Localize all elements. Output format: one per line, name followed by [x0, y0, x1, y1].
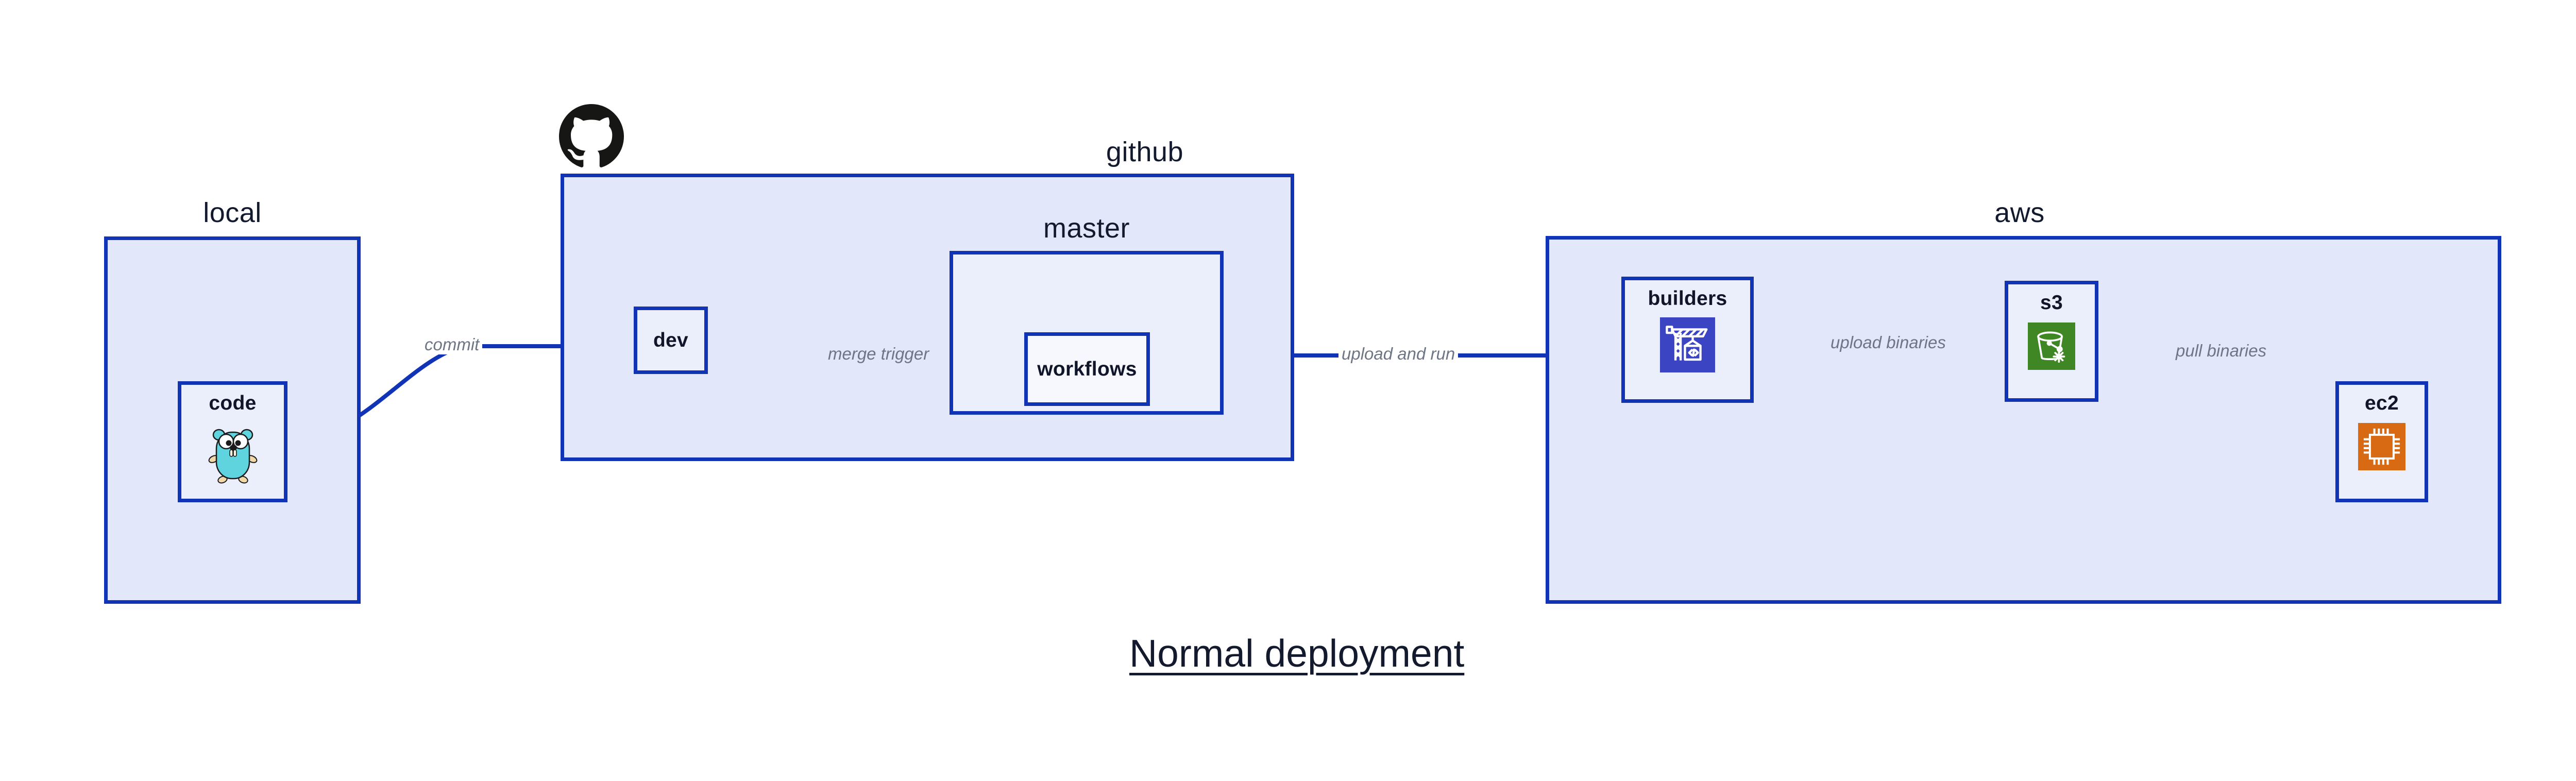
node-s3[interactable]: s3 — [2005, 281, 2098, 402]
aws-ec2-chip-icon — [2358, 423, 2405, 470]
edge-label-pull-binaries: pull binaries — [2173, 341, 2270, 361]
aws-s3-bucket-icon — [2028, 322, 2075, 370]
node-ec2[interactable]: ec2 — [2335, 381, 2428, 502]
node-label-builders: builders — [1648, 287, 1727, 310]
aws-codebuild-icon — [1660, 317, 1715, 372]
group-label-local: local — [203, 197, 262, 228]
github-octocat-logo — [559, 104, 624, 167]
node-label-dev: dev — [653, 329, 689, 351]
node-label-code: code — [209, 392, 257, 414]
node-label-workflows: workflows — [1037, 358, 1137, 380]
edge-label-upload-binaries: upload binaries — [1827, 333, 1949, 352]
group-label-master: master — [1043, 213, 1130, 244]
edge-label-commit: commit — [421, 335, 483, 354]
node-label-ec2: ec2 — [2365, 392, 2399, 414]
node-dev[interactable]: dev — [634, 307, 708, 374]
diagram-title: Normal deployment — [1129, 632, 1465, 675]
group-label-github: github — [1106, 137, 1184, 167]
node-code[interactable]: code — [178, 381, 287, 502]
node-builders[interactable]: builders — [1621, 277, 1754, 403]
edge-label-upload-and-run: upload and run — [1338, 344, 1459, 364]
node-label-s3: s3 — [2040, 292, 2063, 314]
go-gopher-icon — [208, 429, 257, 484]
node-workflows[interactable]: workflows — [1024, 332, 1150, 406]
edge-label-merge-trigger: merge trigger — [825, 344, 933, 364]
group-label-aws: aws — [1994, 197, 2045, 228]
